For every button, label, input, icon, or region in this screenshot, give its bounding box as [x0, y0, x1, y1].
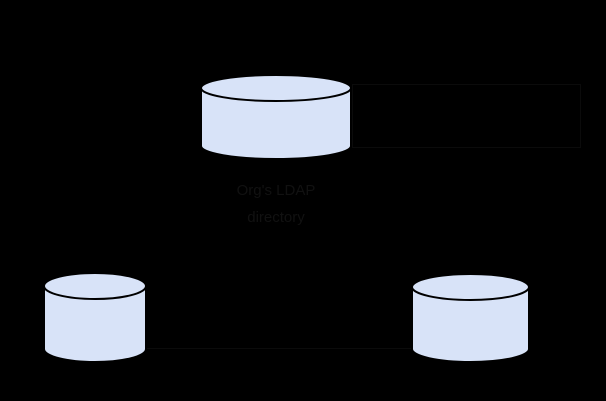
node-label-line: Org's LDAP [236, 182, 316, 199]
cylinder-body [411, 287, 530, 363]
faint-connector-line [147, 348, 411, 349]
database-cylinder-icon [411, 273, 530, 363]
faint-annotation-box [352, 84, 581, 148]
node-orgs-ldap-directory: Org's LDAP directory [200, 74, 352, 226]
database-cylinder-icon [43, 272, 147, 363]
cylinder-body [200, 88, 352, 160]
cylinder-top [411, 273, 530, 301]
database-cylinder-icon [200, 74, 352, 160]
cylinder-top [43, 272, 147, 300]
node-emms-database: EMM's database [43, 272, 147, 363]
node-label: Org's LDAP directory [200, 177, 352, 231]
cylinder-top [200, 74, 352, 102]
node-google: Google [411, 273, 530, 363]
node-label-line: directory [247, 209, 305, 226]
cylinder-body [43, 286, 147, 363]
